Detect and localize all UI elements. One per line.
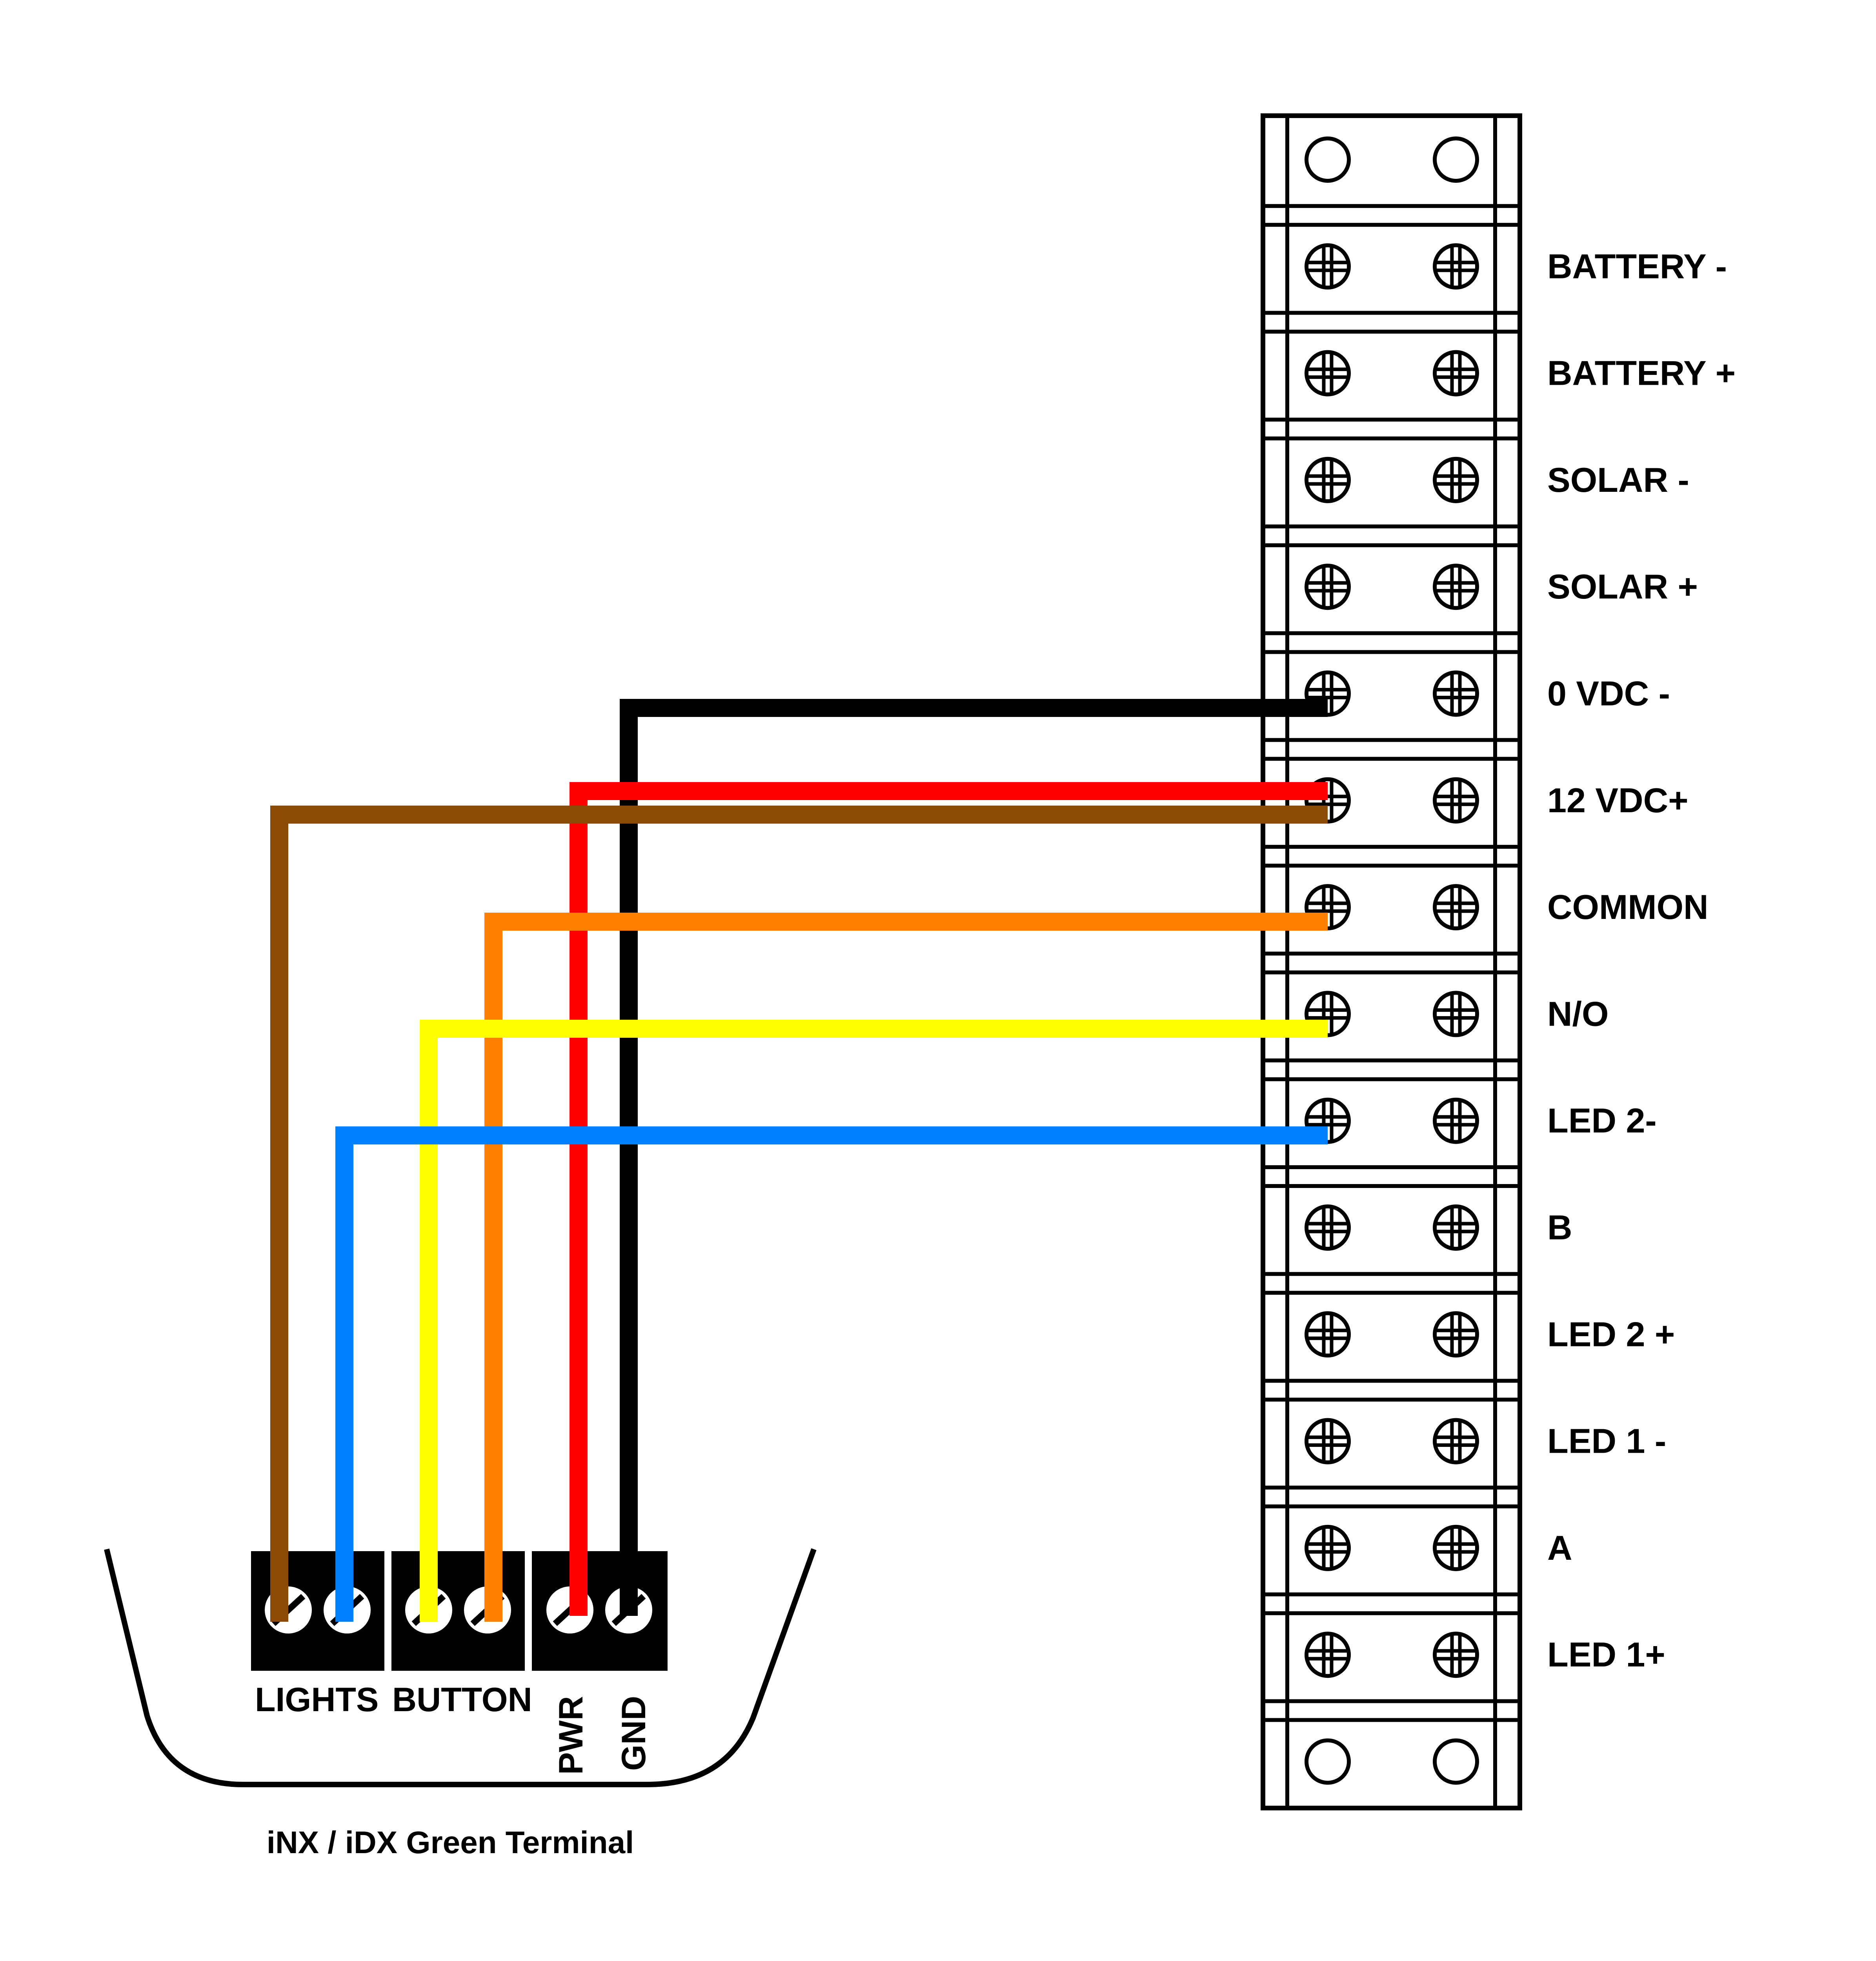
terminal-label: LED 1 - — [1547, 1422, 1666, 1461]
terminal-label: LED 2- — [1547, 1101, 1657, 1140]
terminal-screw-icon — [1433, 670, 1479, 717]
wires — [270, 699, 1328, 1622]
terminal-caption: iNX / iDX Green Terminal — [267, 1825, 634, 1860]
terminal-label: BATTERY + — [1547, 354, 1736, 393]
terminal-screw-icon — [1305, 1311, 1351, 1358]
terminal-screw-icon — [1305, 1524, 1351, 1571]
terminal-label: LED 2 + — [1547, 1315, 1675, 1353]
terminal-strip — [1261, 113, 1522, 1810]
wire-yellow-button — [420, 1020, 1328, 1622]
terminal-screw-icon — [1305, 1418, 1351, 1464]
terminal-screw-icon — [1433, 1632, 1479, 1678]
terminal-screw-icon — [1433, 1204, 1479, 1251]
mounting-hole-icon — [1433, 1738, 1479, 1785]
gnd-label: GND — [615, 1696, 653, 1771]
terminal-label: B — [1547, 1208, 1572, 1247]
green-terminal — [104, 1548, 817, 1787]
terminal-housing-outline — [104, 1548, 817, 1787]
terminal-screw-icon — [1433, 243, 1479, 290]
mounting-hole-icon — [1305, 136, 1351, 183]
terminal-screw-icon — [1433, 884, 1479, 931]
terminal-screw-icon — [1433, 1524, 1479, 1571]
terminal-screw-icon — [1305, 1204, 1351, 1251]
terminal-screw-icon — [1433, 777, 1479, 824]
terminal-label: 0 VDC - — [1547, 674, 1670, 713]
mounting-hole-icon — [1433, 136, 1479, 183]
terminal-screw-icon — [1433, 1311, 1479, 1358]
terminal-screw-icon — [1305, 350, 1351, 397]
terminal-screw-icon — [1433, 1418, 1479, 1464]
terminal-screw-icon — [1433, 564, 1479, 610]
terminal-label: N/O — [1547, 994, 1609, 1033]
wire-orange-button — [484, 913, 1328, 1622]
lights-label: LIGHTS — [255, 1681, 378, 1719]
terminal-label: BATTERY - — [1547, 247, 1727, 286]
wire-brown-lights — [270, 806, 1328, 1622]
terminal-label: COMMON — [1547, 888, 1709, 926]
terminal-screw-icon — [1433, 991, 1479, 1037]
terminal-strip-frame — [1261, 113, 1522, 1810]
terminal-screw-icon — [1433, 1097, 1479, 1144]
wire-black-gnd — [620, 699, 1328, 1616]
terminal-screw-icon — [1433, 350, 1479, 397]
terminal-screw-icon — [1433, 457, 1479, 503]
mounting-hole-icon — [1305, 1738, 1351, 1785]
terminal-screw-icon — [1305, 243, 1351, 290]
wire-blue-lights — [335, 1126, 1328, 1622]
terminal-label: 12 VDC+ — [1547, 781, 1689, 820]
terminal-label: LED 1+ — [1547, 1635, 1665, 1674]
terminal-label: A — [1547, 1528, 1572, 1567]
terminal-screw-icon — [1305, 564, 1351, 610]
terminal-labels: BATTERY - BATTERY + SOLAR - SOLAR + 0 VDC - 1… — [1547, 247, 1736, 1674]
terminal-label: SOLAR + — [1547, 567, 1698, 606]
terminal-label: SOLAR - — [1547, 460, 1689, 499]
terminal-screw-icon — [1305, 1632, 1351, 1678]
pwr-label: PWR — [552, 1696, 590, 1775]
terminal-screw-icon — [1305, 457, 1351, 503]
wire-red-pwr — [570, 782, 1328, 1616]
button-label: BUTTON — [392, 1681, 532, 1719]
